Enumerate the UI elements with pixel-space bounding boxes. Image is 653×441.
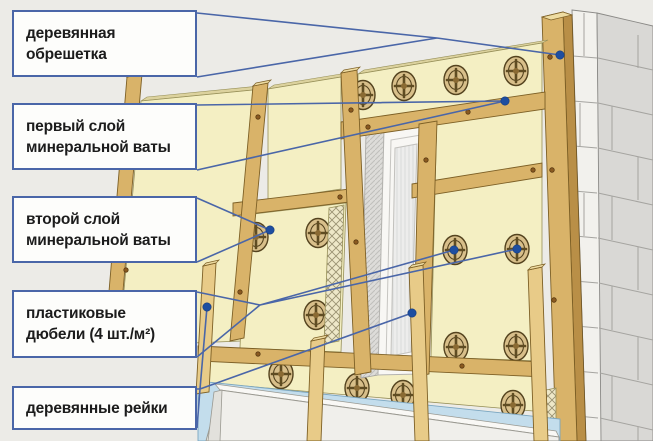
masonry-wall (571, 9, 653, 441)
panel-first-layer-right (430, 92, 543, 362)
callout-text: минеральной ваты (26, 138, 171, 156)
callout-text: минеральной ваты (26, 231, 171, 249)
callout-plastic-dowels: пластиковые дюбели (4 шт./м²) (12, 290, 197, 358)
callout-second-layer: второй слой минеральной ваты (12, 196, 197, 263)
corner-lathing-batten (540, 11, 587, 441)
callout-text: обрешетка (26, 45, 107, 63)
target-dot-lathing (555, 50, 565, 60)
callout-text: первый слой (26, 117, 126, 135)
callout-wooden-lathing: деревянная обрешетка (12, 10, 197, 77)
callout-wooden-slats: деревянные рейки (12, 386, 197, 430)
wall-base (197, 380, 561, 441)
batten-right-horizontal (411, 162, 543, 199)
dowel-icon (304, 217, 332, 249)
target-dot-first-layer (500, 96, 510, 106)
callout-text: второй слой (26, 210, 121, 228)
callout-text: дюбели (4 шт./м²) (26, 326, 155, 343)
dowel-icon (502, 330, 530, 362)
callout-first-layer: первый слой минеральной ваты (12, 103, 197, 170)
target-dot-dowel-1 (449, 245, 459, 255)
dowel-icon (502, 55, 530, 87)
target-dot-dowel-2 (512, 244, 522, 254)
masonry-joints (572, 13, 653, 441)
callout-text: пластиковые (26, 305, 126, 322)
target-dot-slat-1 (202, 302, 212, 312)
dowel-icon (390, 70, 418, 102)
callout-text: деревянные рейки (26, 399, 168, 417)
callout-text: деревянная (26, 24, 116, 42)
panel-upper-left (267, 76, 342, 201)
slat-right (527, 266, 549, 441)
target-dot-second-layer (265, 225, 275, 235)
dowel-icon (442, 64, 470, 96)
target-dot-slat-2 (407, 308, 417, 318)
leader-lines (196, 12, 565, 429)
